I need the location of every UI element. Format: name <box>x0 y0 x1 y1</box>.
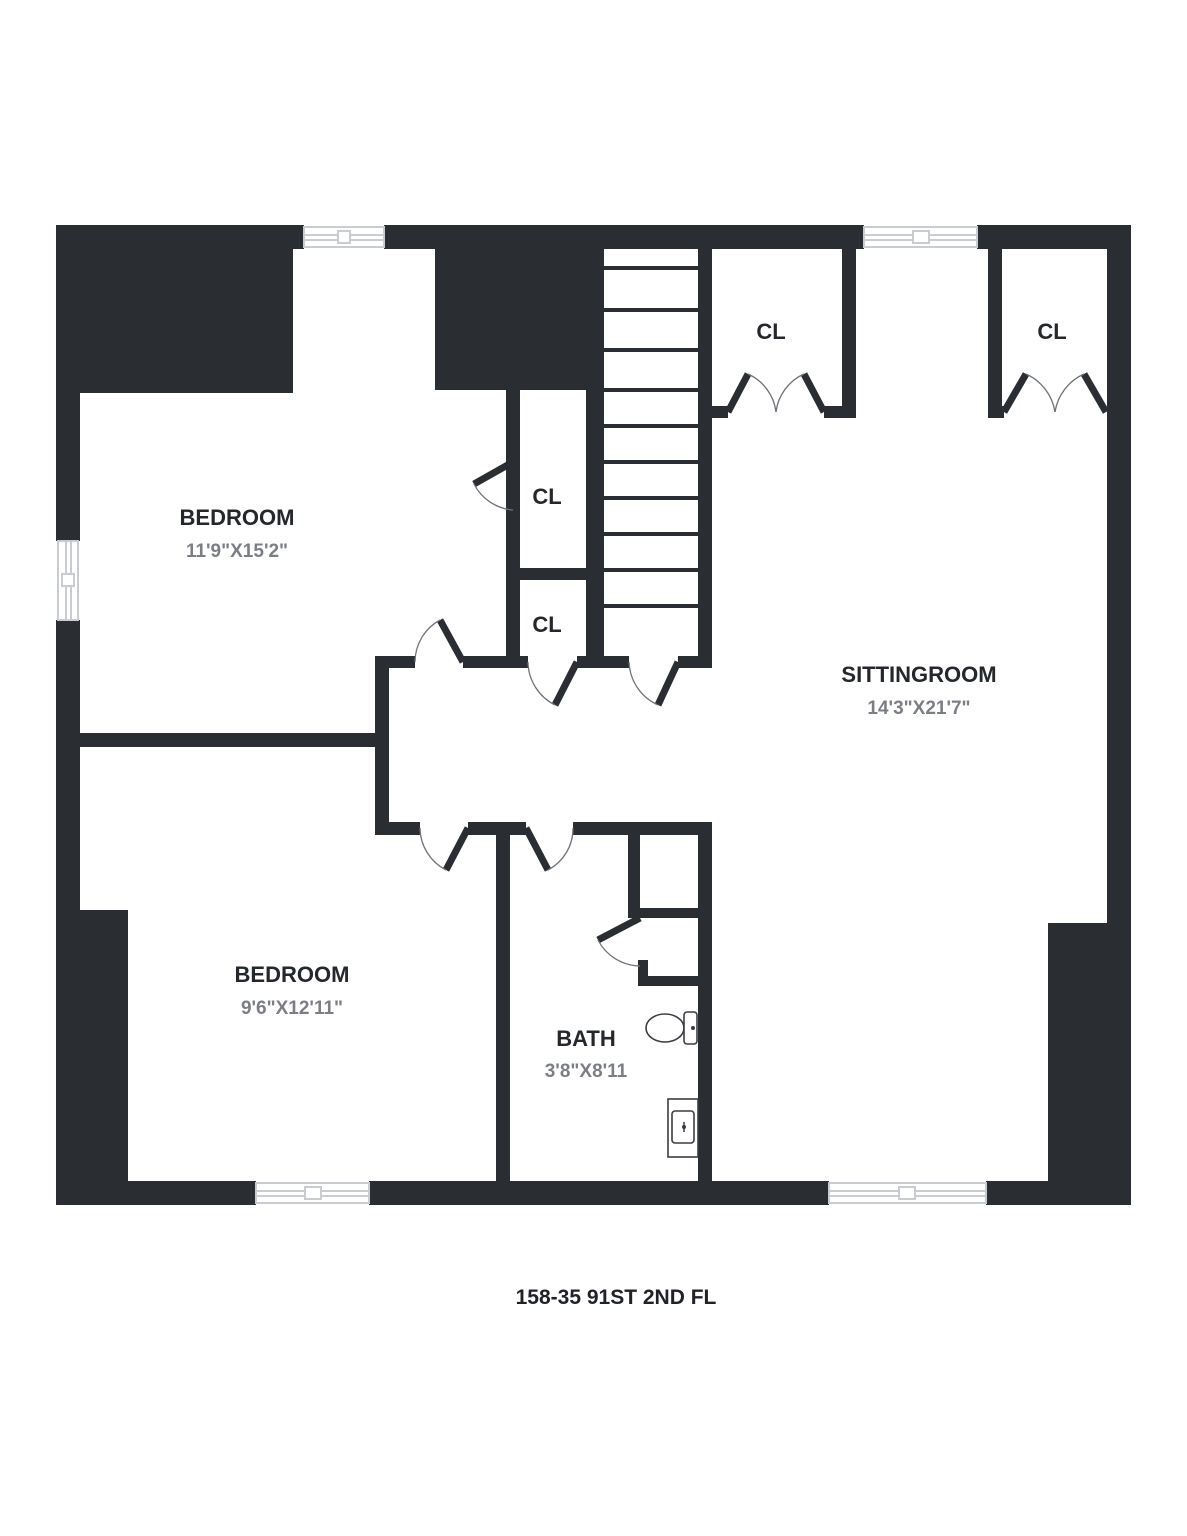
door-bedroom-top <box>414 618 467 664</box>
toilet-icon <box>645 1011 698 1045</box>
wall-bath-right <box>698 822 712 1192</box>
door-closet-right-double <box>1000 372 1110 414</box>
staircase <box>598 240 700 668</box>
wall-cl-right-side <box>988 240 1002 418</box>
wall-closet-right <box>586 390 600 668</box>
wall-hall-left <box>375 656 389 835</box>
block-top-left <box>56 225 293 393</box>
window-top-right <box>863 226 978 248</box>
stair-left-stringer <box>598 240 604 668</box>
door-bath <box>522 826 574 872</box>
wall-stair-right <box>698 240 712 668</box>
closet-label-top-right: CL <box>1037 319 1066 344</box>
bath-name: BATH <box>556 1026 615 1051</box>
bedroom-bottom-name: BEDROOM <box>235 962 350 987</box>
door-closet-lower <box>527 660 581 707</box>
wall-hall-bottom-a <box>375 822 420 835</box>
wall-bedroom-divider <box>80 733 378 747</box>
door-closet-upper <box>472 458 515 511</box>
closet-label-upper-middle: CL <box>532 484 561 509</box>
closet-label-top-stair: CL <box>756 319 785 344</box>
bath-dimensions: 3'8"X8'11 <box>545 1061 628 1082</box>
wall-cl-top-bottom-b <box>824 406 856 418</box>
block-bottom-left <box>56 910 128 1205</box>
block-top-center <box>435 240 598 390</box>
wall-linen-stub <box>638 960 648 986</box>
room-labels: BEDROOM 11'9"X15'2" BEDROOM 9'6"X12'11" … <box>180 319 1067 1082</box>
wall-cl-top-right-side <box>842 240 856 418</box>
sink-icon <box>667 1098 699 1158</box>
wall-hall-bottom-c <box>573 822 712 835</box>
wall-closet-left <box>506 390 520 668</box>
window-top-left <box>303 226 385 248</box>
closet-label-lower-middle: CL <box>532 612 561 637</box>
solid-blocks <box>56 225 1131 1205</box>
wall-cl-top-bottom-a <box>712 406 728 418</box>
bottom-wall-middle <box>369 1181 829 1205</box>
wall-closet-middle <box>506 568 600 580</box>
doors <box>414 372 1110 967</box>
door-bedroom-bottom <box>419 826 472 872</box>
bath-fixtures <box>645 1011 699 1158</box>
bedroom-top-name: BEDROOM <box>180 505 295 530</box>
sitting-room-dimensions: 14'3"X21'7" <box>867 698 970 719</box>
door-closet-top-double <box>724 372 828 414</box>
wall-hall-top-a <box>375 656 415 668</box>
interior-walls <box>80 240 1004 1192</box>
windows <box>57 226 987 1204</box>
window-left <box>57 540 79 621</box>
bedroom-top-dimensions: 11'9"X15'2" <box>186 541 288 562</box>
wall-bath-left <box>496 822 510 1192</box>
bedroom-bottom-dimensions: 9'6"X12'11" <box>241 998 343 1019</box>
door-stair <box>628 660 682 707</box>
door-linen <box>596 914 642 967</box>
block-bottom-right <box>1048 923 1131 1205</box>
wall-linen-lower <box>638 976 698 986</box>
wall-linen-left <box>628 835 640 915</box>
sitting-room-name: SITTINGROOM <box>841 662 996 687</box>
wall-cl-right-bottom <box>988 406 1004 418</box>
top-wall-right <box>977 225 1131 249</box>
floor-plan-caption: 158-35 91ST 2ND FL <box>516 1286 717 1309</box>
window-bottom-right <box>828 1182 987 1204</box>
wall-linen-bottom <box>628 908 698 918</box>
window-bottom-left <box>255 1182 370 1204</box>
